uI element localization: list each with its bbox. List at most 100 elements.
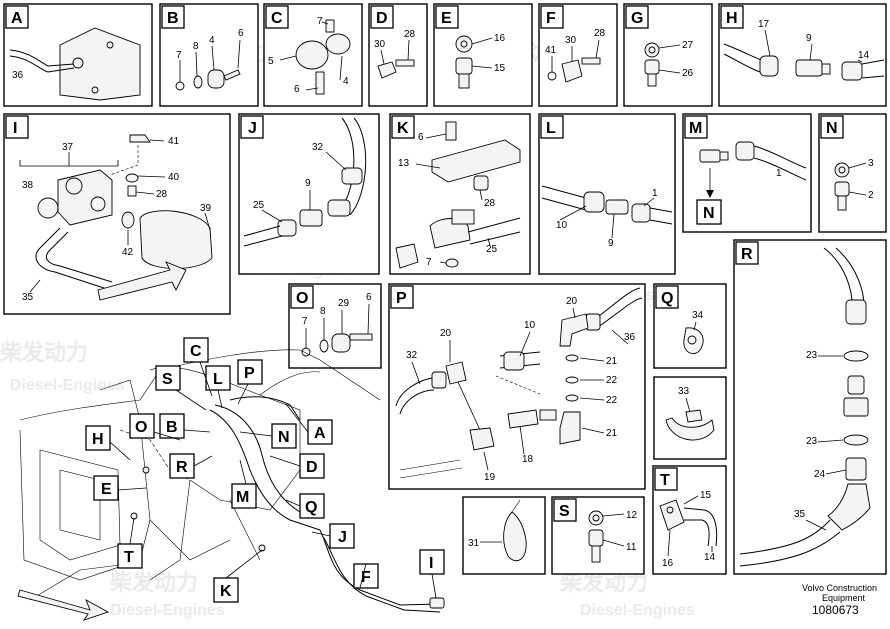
panel-letter: H [726, 10, 738, 27]
part-number: 15 [494, 63, 506, 74]
part-number: 10 [524, 320, 536, 331]
part-number: 34 [692, 310, 704, 321]
part-number: 20 [440, 328, 452, 339]
part-number: 4 [209, 35, 215, 46]
panel-letter: O [296, 290, 308, 307]
document-number: 1080673 [812, 603, 859, 617]
overview-tag: Q [305, 499, 317, 516]
overview-tag: I [429, 555, 433, 572]
part-number: 28 [484, 198, 496, 209]
overview-tag: J [338, 529, 347, 546]
panel-letter: N [826, 120, 838, 137]
panel-i: I 37 41 38 40 28 39 42 35 [3, 113, 231, 315]
part-number: 8 [320, 306, 326, 317]
part-number: 21 [606, 356, 618, 367]
watermark-text: Diesel-Engines [10, 377, 125, 394]
machine-overview [17, 349, 445, 621]
overview-tag: A [314, 425, 326, 442]
overview-tag: M [236, 489, 249, 506]
part-number: 1 [652, 188, 658, 199]
panel-letter: F [546, 10, 556, 27]
panel-letter: M [689, 120, 702, 137]
maker-label: Volvo Construction [802, 583, 877, 593]
part-number: 1 [776, 168, 782, 179]
panel-b: B 7 8 4 6 [159, 3, 259, 107]
overview-tag: K [220, 583, 232, 600]
part-number: 28 [404, 29, 416, 40]
watermark-text: 柴发动力 [0, 340, 88, 365]
maker-label-2: Equipment [822, 593, 866, 603]
part-number: 35 [22, 292, 34, 303]
overview-tag: C [190, 343, 202, 360]
part-number: 30 [374, 39, 386, 50]
part-number: 11 [626, 542, 637, 553]
part-number: 8 [193, 41, 199, 52]
panel-j: J 32 9 25 [238, 113, 380, 275]
panel-s: S 12 11 [551, 496, 645, 575]
part-number: 19 [484, 472, 496, 483]
part-number: 28 [594, 28, 606, 39]
panel-letter: E [441, 10, 452, 27]
panel-r: R 23 23 24 35 [733, 239, 887, 575]
part-number: 42 [122, 247, 134, 258]
part-number: 29 [338, 298, 350, 309]
watermark-text: Diesel-Engines [580, 602, 695, 619]
part-number: 21 [606, 428, 618, 439]
panel-letter: L [546, 120, 556, 137]
part-number: 4 [343, 76, 349, 87]
part-number: 27 [682, 40, 694, 51]
panel-c: C 7 5 4 6 [263, 3, 363, 107]
overview-tag: B [166, 419, 178, 436]
part-number: 2 [868, 190, 874, 201]
part-number: 31 [468, 538, 480, 549]
panel-letter: G [631, 10, 643, 27]
overview-tag: E [101, 481, 112, 498]
panel-letter: Q [661, 290, 673, 307]
part-number: 14 [858, 50, 870, 61]
part-number: 23 [806, 350, 818, 361]
panel-d: D 30 28 [368, 3, 428, 107]
part-number: 30 [565, 35, 577, 46]
panel-p: P 20 10 36 32 20 21 22 22 18 21 19 [388, 283, 646, 490]
overview-tag: O [135, 419, 147, 436]
part-number: 6 [238, 28, 244, 39]
panel-letter: B [167, 10, 179, 27]
panel-letter: T [660, 472, 670, 489]
part-number: 14 [704, 552, 716, 563]
part-number: 18 [522, 454, 534, 465]
overview-tag: F [361, 569, 371, 586]
part-number: 6 [366, 292, 372, 303]
panel-m: M 1 N [682, 113, 812, 233]
panel-letter: R [741, 246, 753, 263]
panel-f: F 41 30 28 [538, 3, 618, 107]
panel-letter: C [271, 10, 283, 27]
panel-letter: D [376, 10, 388, 27]
part-number: 35 [794, 509, 806, 520]
part-number: 20 [566, 296, 578, 307]
overview-tag: R [176, 459, 188, 476]
overview-callouts: C S L P O B N A H R D E M [85, 337, 445, 603]
panel-h: H 17 9 14 [718, 3, 887, 107]
overview-tag: H [92, 431, 104, 448]
panel-t: T 15 16 14 [652, 465, 727, 575]
part-number: 22 [606, 375, 618, 386]
part-number: 22 [606, 395, 618, 406]
part-number: 7 [176, 50, 182, 61]
overview-tag: L [213, 371, 223, 388]
panel-cable-tie-31: 31 [462, 496, 546, 575]
overview-tag: T [124, 549, 134, 566]
part-number: 6 [418, 132, 424, 143]
panel-k: K 6 13 28 25 7 [389, 113, 531, 275]
part-number: 12 [626, 510, 638, 521]
watermark-text: 柴发动力 [109, 570, 198, 595]
part-number: 7 [302, 316, 308, 327]
part-number: 9 [806, 33, 812, 44]
overview-tag: N [278, 429, 290, 446]
part-number: 41 [545, 45, 557, 56]
panel-n: N 3 2 [818, 113, 887, 233]
part-number: 15 [700, 490, 712, 501]
part-number: 41 [168, 136, 180, 147]
footer: Volvo Construction Equipment 1080673 [802, 583, 877, 617]
inner-tag-letter: N [703, 205, 715, 222]
part-number: 13 [398, 158, 410, 169]
